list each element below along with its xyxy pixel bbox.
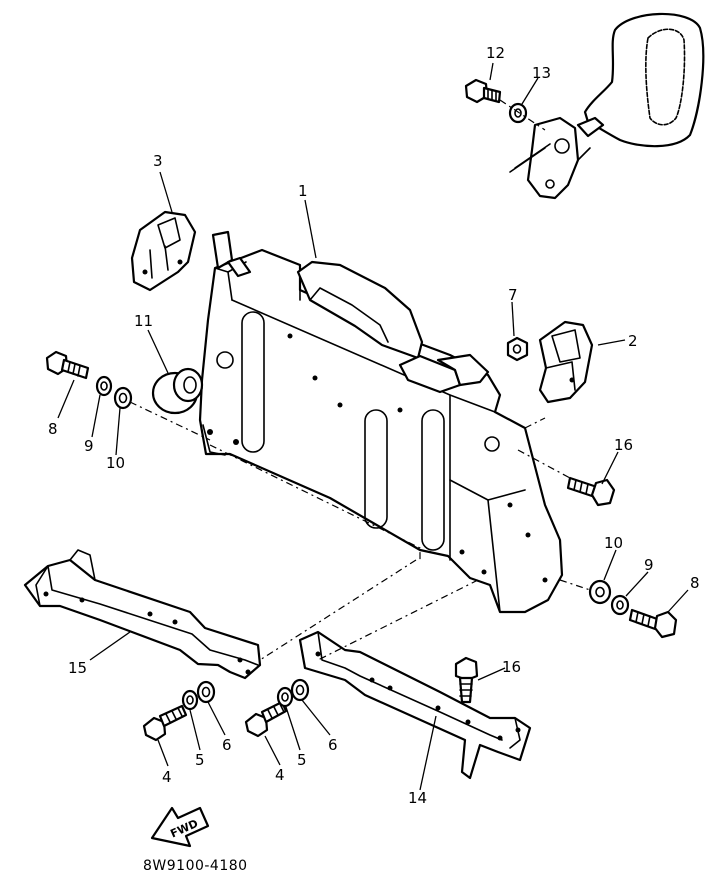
washer-10-left (113, 386, 133, 410)
washer-6-left (196, 680, 216, 704)
bolt-8-left (45, 350, 90, 380)
callout-7: 7 (508, 286, 518, 304)
washer-5-left (181, 689, 199, 711)
bolt-4-left (142, 704, 188, 742)
callout-8-right: 8 (690, 574, 700, 592)
callout-labels: 1 2 3 4 4 5 5 6 6 7 8 8 9 9 10 10 11 12 … (48, 44, 700, 807)
callout-6-right: 6 (328, 736, 338, 754)
callout-2: 2 (628, 332, 638, 350)
callout-12: 12 (486, 44, 505, 62)
leader-lines (57, 62, 689, 791)
drawing-number: 8W9100-4180 (143, 858, 248, 874)
bolt-16-right (566, 476, 616, 507)
washer-9-left (95, 375, 113, 397)
bolt-8-right (628, 608, 678, 639)
bracket-2 (538, 320, 594, 404)
callout-3: 3 (153, 152, 163, 170)
callout-14: 14 (408, 789, 427, 807)
callout-10-right: 10 (604, 534, 623, 552)
callout-9-left: 9 (84, 437, 94, 455)
nut-7 (506, 336, 529, 362)
bolt-12 (464, 78, 502, 104)
callout-16-right: 16 (614, 436, 633, 454)
callout-9-right: 9 (644, 556, 654, 574)
main-frame (198, 230, 564, 614)
bolt-16-lower (454, 656, 479, 704)
washer-5-right (276, 686, 294, 708)
callout-10-left: 10 (106, 454, 125, 472)
callout-16-lower: 16 (502, 658, 521, 676)
washer-9-right (610, 594, 630, 616)
callout-15: 15 (68, 659, 87, 677)
washer-10-right (588, 579, 612, 605)
bracket-3 (130, 210, 197, 292)
callout-11: 11 (134, 312, 153, 330)
washer-6-right (290, 678, 310, 702)
callout-8-left: 8 (48, 420, 58, 438)
callout-1: 1 (298, 182, 308, 200)
callout-6-left: 6 (222, 736, 232, 754)
callout-5-left: 5 (195, 751, 205, 769)
forward-arrow: FWD (150, 806, 210, 848)
alignment-lines (129, 99, 591, 661)
callout-13: 13 (532, 64, 551, 82)
rail-15 (23, 549, 262, 680)
callout-4-left: 4 (162, 768, 172, 786)
bolt-4-right (244, 700, 288, 738)
handle-assembly (509, 12, 705, 200)
callout-5-right: 5 (297, 751, 307, 769)
rail-14 (298, 630, 532, 780)
rubber-mount-11 (151, 367, 204, 415)
callout-4-right: 4 (275, 766, 285, 784)
nut-13 (508, 102, 528, 124)
